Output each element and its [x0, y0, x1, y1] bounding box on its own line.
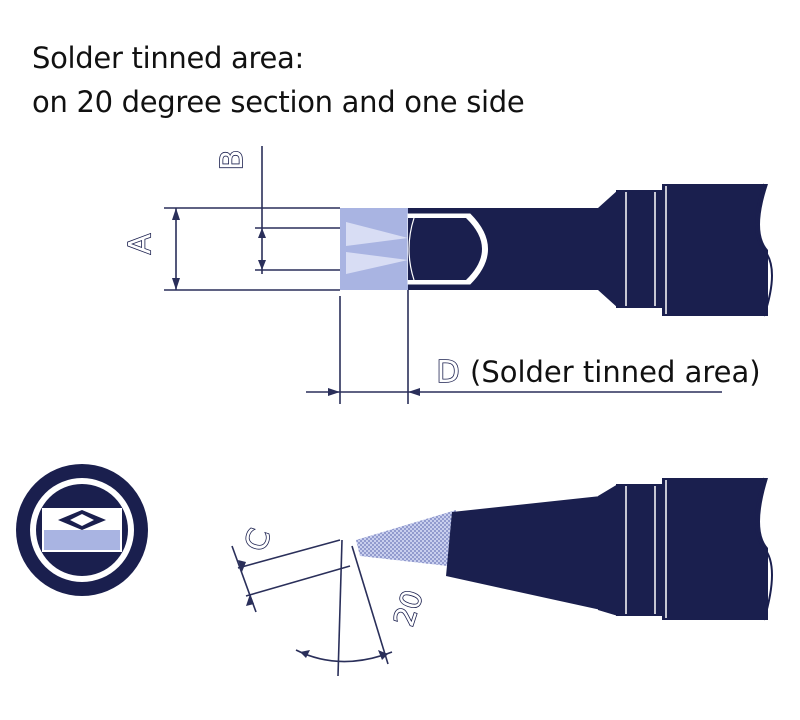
label-angle: 20 — [387, 586, 429, 630]
top-tinned-area — [340, 208, 408, 290]
side-tip-barrel — [662, 478, 768, 620]
top-view: A B D (Solder tinned area) — [122, 146, 800, 404]
label-b: B — [215, 150, 250, 171]
heading-line-2: on 20 degree section and one side — [32, 85, 525, 119]
heading-line-1: Solder tinned area: — [32, 41, 304, 75]
top-tip-collar — [598, 190, 618, 308]
label-c: C — [239, 525, 279, 556]
side-tip-shaft — [446, 496, 601, 610]
label-d-note: (Solder tinned area) — [470, 355, 761, 389]
side-view: C 20 — [231, 477, 800, 677]
diagram-heading: Solder tinned area: on 20 degree section… — [32, 36, 525, 124]
end-view — [16, 464, 148, 596]
side-tinned-area — [356, 510, 456, 566]
label-a: A — [123, 233, 158, 254]
top-tip-barrel — [662, 184, 768, 316]
label-d: D — [436, 355, 459, 390]
